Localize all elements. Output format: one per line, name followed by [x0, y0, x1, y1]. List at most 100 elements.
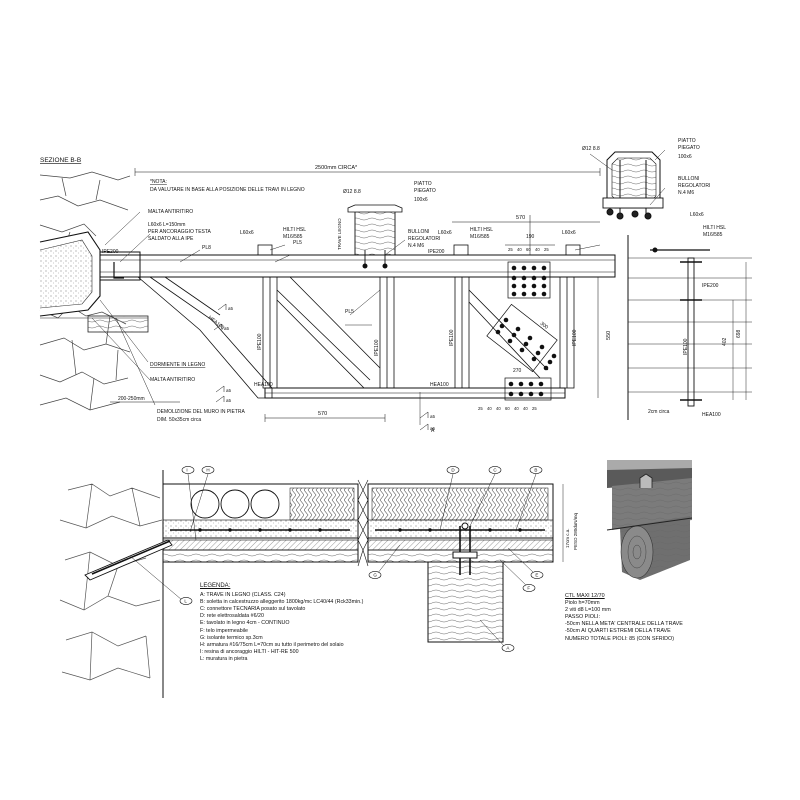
bolt-hole: [541, 275, 547, 281]
label-ipe200-side: IPE200: [702, 283, 719, 289]
bolt-hole: [518, 381, 524, 387]
note-text: DA VALUTARE IN BASE ALLA POSIZIONE DELLE…: [150, 187, 305, 193]
label-l60x6-c: L60x6: [562, 230, 576, 236]
legend-item: C: connettore TECNARIA posato sul tavola…: [200, 606, 306, 613]
bolt-hole: [551, 353, 557, 359]
label-ipe200-right: IPE200: [428, 249, 445, 255]
legend-item: B: soletta in calcestruzzo alleggerito 1…: [200, 599, 364, 606]
label-ipe200-left: IPE200: [102, 249, 119, 255]
bottom-stone-wall: [55, 470, 164, 698]
bolt-hole: [511, 291, 517, 297]
bolt-hole: [518, 391, 524, 397]
label-piatto-1: PIATTO: [414, 181, 432, 187]
bolt-hole: [521, 265, 527, 271]
diagonal-braces: [137, 276, 549, 399]
label-pl5-mid: PL5: [345, 309, 354, 315]
bolt-hole: [499, 323, 505, 329]
label-piatto-3: 100x6: [414, 197, 428, 203]
legend-item: D: rete elettrosaldata #6/20: [200, 613, 264, 620]
label-dim-570-top: 570: [516, 215, 525, 221]
bolt-hole: [541, 291, 547, 297]
callout-bubble: [522, 584, 536, 592]
bolt-hole: [527, 335, 533, 341]
plate-dim: 40: [487, 406, 492, 411]
ctl-title: CTL MAXI 12/70: [565, 593, 605, 599]
label-l60-150: L60x6 L=150mm: [148, 222, 185, 228]
bolt-hole: [508, 391, 514, 397]
legend-title: LEGENDA:: [200, 583, 231, 589]
plate-dim: 40: [514, 406, 519, 411]
bolt-hole: [531, 356, 537, 362]
callout-a: A: [506, 646, 509, 651]
bolt-hole: [495, 329, 501, 335]
callout-bubble: [368, 571, 382, 579]
side-dim-2: PESO 280daN/mq: [573, 512, 578, 550]
label-hea100-mid: HEA100: [430, 382, 449, 388]
legend-item: E: tavolato in legno 4cm - CONTINUO: [200, 620, 290, 627]
legend-item: I: resina di ancoraggio HILTI - HIT-RE 5…: [200, 648, 299, 655]
callout-bubble: [488, 466, 502, 474]
label-dim-698: 698: [736, 329, 742, 338]
bolt-hole: [538, 381, 544, 387]
bolt-holes: [495, 265, 557, 397]
plate-dim: 40: [535, 247, 540, 252]
detail-bulloni-1: BULLONI: [678, 176, 699, 182]
weld-label: a5: [226, 398, 232, 403]
bolt-hole: [547, 359, 553, 365]
connector-photo: [606, 459, 693, 581]
legend-item: F: telo impermeabile: [200, 627, 248, 634]
legend: LEGENDA: A: TRAVE IN LEGNO (CLASS. C24)B…: [200, 583, 440, 663]
label-a-mark: A: [431, 428, 435, 434]
label-l60x6-b: L60x6: [438, 230, 452, 236]
label-hilti-b-2: M16/585: [470, 234, 490, 240]
label-hea100-side: HEA100: [702, 412, 721, 418]
weld-label: a5: [430, 414, 436, 419]
detail-piatto-2: PIEGATO: [678, 145, 700, 151]
bolt-hole: [531, 275, 537, 281]
ctl-line: -50cm AI QUARTI ESTREMI DELLA TRAVE: [565, 628, 671, 635]
bolt-hole: [523, 341, 529, 347]
legend-items: A: TRAVE IN LEGNO (CLASS. C24)B: soletta…: [200, 592, 440, 663]
label-malta: MALTA ANTIRITIRO: [148, 209, 193, 215]
label-malta-2: MALTA ANTIRITIRO: [150, 377, 195, 383]
plate-dim: 60: [505, 406, 510, 411]
ctl-line: -50cm NELLA META' CENTRALE DELLA TRAVE: [565, 621, 683, 628]
label-bulloni-2: REGOLATORI: [408, 236, 440, 242]
label-pl8: PL8: [202, 245, 211, 251]
bolt-hole: [511, 332, 517, 338]
weld-label: a5: [228, 306, 234, 311]
bracket-detail: [589, 149, 666, 220]
legend-item: G: isolante termico sp.3cm: [200, 634, 263, 641]
label-saldato: SALDATO ALLA IPE: [148, 236, 194, 242]
section-title: SEZIONE B-B: [40, 157, 81, 164]
callout-g: G: [373, 573, 377, 578]
label-dim-wall: 200-250mm: [118, 396, 145, 402]
bolt-hole: [508, 381, 514, 387]
label-piatto-2: PIEGATO: [414, 188, 436, 194]
plate-dim: 25: [478, 406, 483, 411]
bolt-hole: [511, 283, 517, 289]
label-hea100-left: HEA100: [254, 382, 273, 388]
label-rod: Ø12 8.8: [343, 189, 361, 195]
leader-lines: [91, 211, 601, 425]
label-bulloni-3: N.4 M6: [408, 243, 424, 249]
bolt-hole: [531, 265, 537, 271]
dimension-lines: [110, 168, 601, 422]
callout-e: E: [535, 573, 538, 578]
bolt-hole: [531, 283, 537, 289]
label-ancoraggio: PER ANCORAGGIO TESTA: [148, 229, 212, 235]
legend-item: H: armatura #16/75cm L=70cm su tutto il …: [200, 641, 344, 648]
ipe200-beam: [99, 254, 616, 278]
plate-dim: 40: [517, 247, 522, 252]
callout-f: F: [527, 586, 530, 591]
bolt-hole: [521, 275, 527, 281]
detail-bulloni-3: N.4 M6: [678, 190, 694, 196]
detail-piatto-1: PIATTO: [678, 138, 696, 144]
bolt-hole: [515, 326, 521, 332]
label-hilti-a-1: HILTI HSL: [283, 227, 306, 233]
label-dim-570-bottom: 570: [318, 411, 327, 417]
bolted-splice-plates: [486, 261, 558, 401]
